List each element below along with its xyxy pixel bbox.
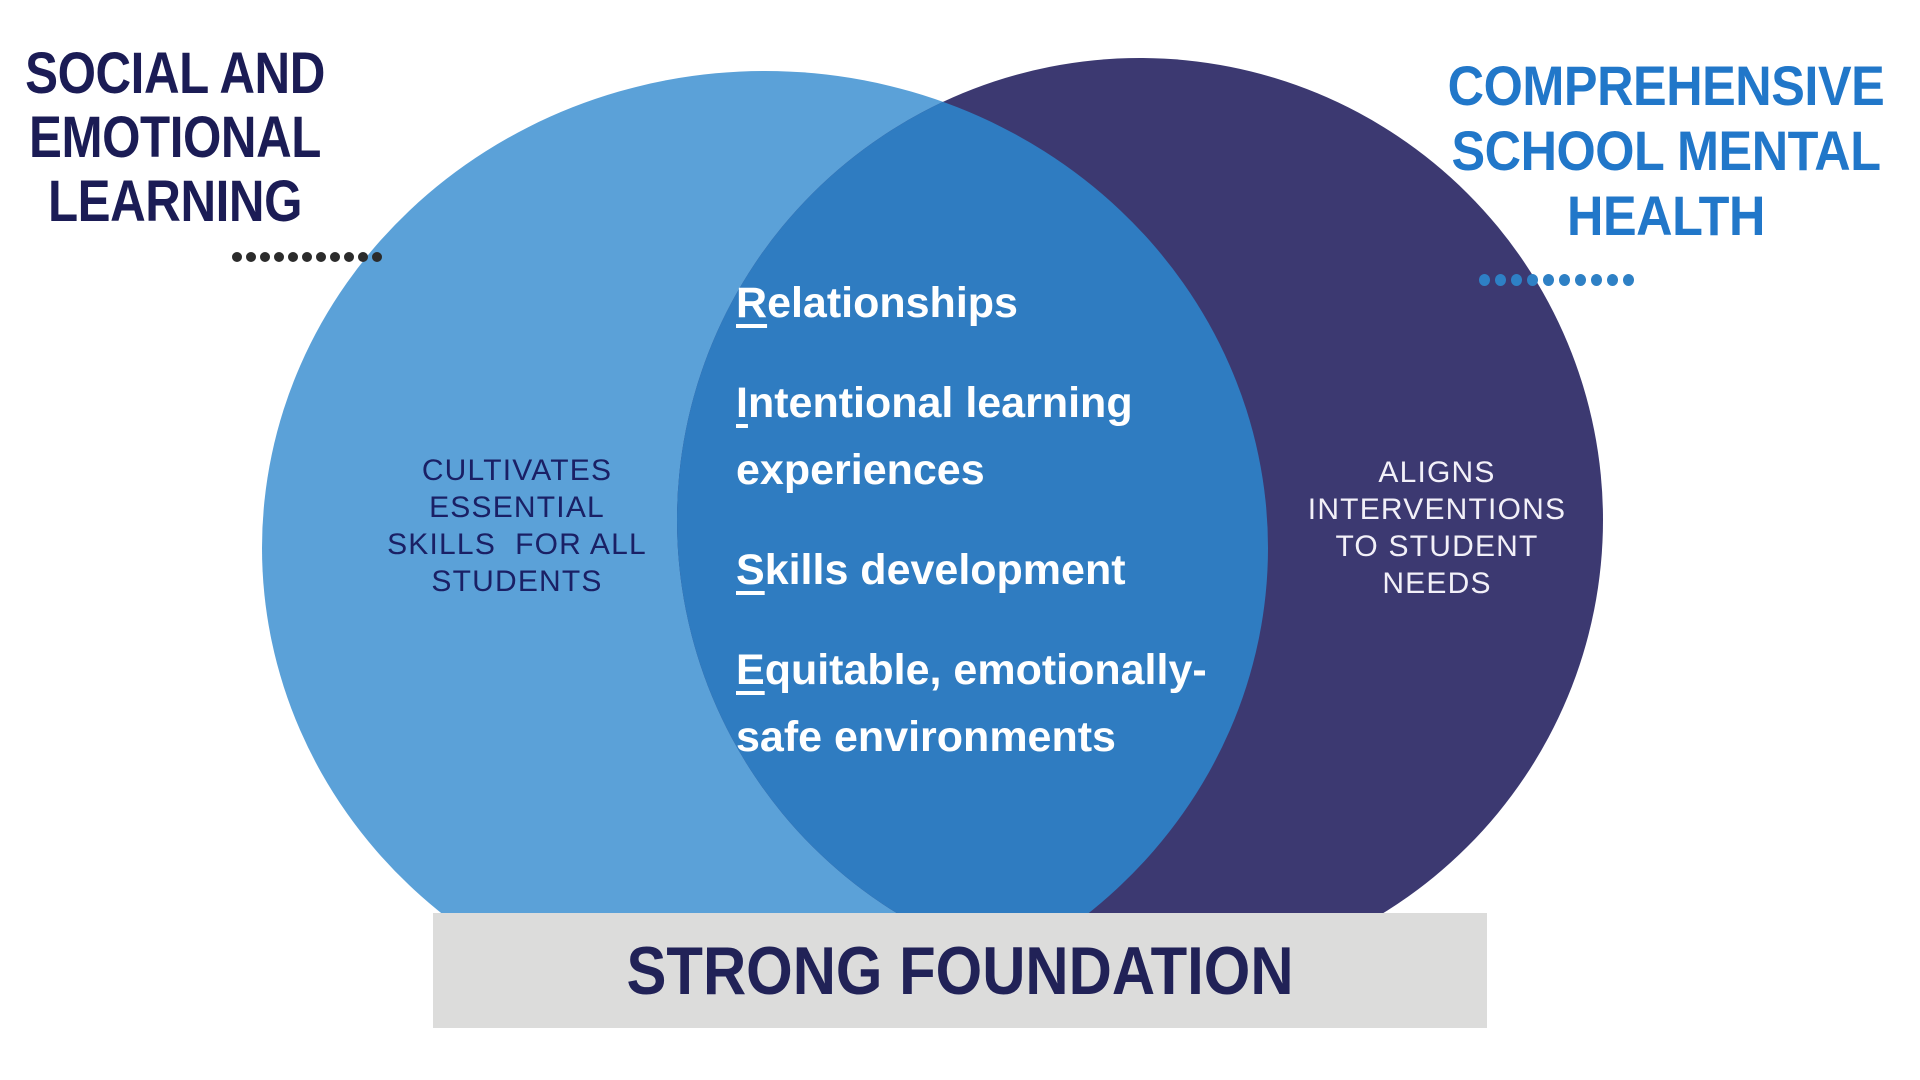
left-title: SOCIAL AND EMOTIONAL LEARNING (0, 42, 362, 234)
divider-dot (1607, 274, 1618, 286)
item-text: elationships (767, 279, 1018, 327)
underlined-initial: S (736, 546, 765, 594)
foundation-bar-label: STRONG FOUNDATION (626, 932, 1294, 1009)
divider-dot (232, 252, 242, 262)
left-title-line-3: LEARNING (47, 169, 303, 234)
divider-dot (1511, 274, 1522, 286)
item-text: kills development (764, 546, 1126, 594)
item-text: quitable, emotionally- (764, 646, 1207, 694)
divider-dot (330, 252, 340, 262)
overlap-item-relationships: Relationships (736, 270, 1296, 337)
divider-dot (288, 252, 298, 262)
divider-dot (302, 252, 312, 262)
overlap-item-line: Skills development (736, 537, 1296, 604)
left-circle-label: CULTIVATES ESSENTIAL SKILLS FOR ALL STUD… (367, 452, 667, 600)
foundation-bar: STRONG FOUNDATION (433, 913, 1487, 1028)
overlap-item-line: Intentional learning (736, 370, 1296, 437)
overlap-item-line2: safe environments (736, 713, 1116, 761)
right-circle-label: ALIGNS INTERVENTIONS TO STUDENT NEEDS (1297, 454, 1577, 602)
divider-dot (1559, 274, 1570, 286)
divider-dot (1543, 274, 1554, 286)
divider-dot (316, 252, 326, 262)
divider-dot (1479, 274, 1490, 286)
divider-dot (1591, 274, 1602, 286)
divider-dot (344, 252, 354, 262)
overlap-item-line2: experiences (736, 446, 985, 494)
divider-dot (246, 252, 256, 262)
overlap-items-list: Relationships Intentional learning exper… (736, 270, 1296, 804)
left-circle-label-line-1: CULTIVATES (421, 454, 613, 487)
divider-dot (1575, 274, 1586, 286)
divider-dot (1495, 274, 1506, 286)
right-circle-label-line-3: TO STUDENT (1335, 530, 1539, 563)
right-title-line-3: HEALTH (1567, 184, 1765, 247)
right-dotted-divider (1479, 274, 1634, 286)
right-circle-label-line-2: INTERVENTIONS (1307, 493, 1567, 526)
divider-dot (358, 252, 368, 262)
underlined-initial: I (736, 379, 748, 427)
overlap-item-line: Equitable, emotionally- (736, 637, 1296, 704)
right-circle-label-line-1: ALIGNS (1378, 456, 1496, 489)
divider-dot (274, 252, 284, 262)
overlap-item-line: Relationships (736, 270, 1296, 337)
underlined-initial: E (736, 646, 765, 694)
right-title-line-1: COMPREHENSIVE (1447, 54, 1885, 117)
left-title-line-2: EMOTIONAL (29, 105, 321, 170)
overlap-item-equitable-environments: Equitable, emotionally- safe environment… (736, 637, 1296, 771)
right-title-line-2: SCHOOL MENTAL (1451, 119, 1881, 182)
divider-dot (260, 252, 270, 262)
right-title: COMPREHENSIVE SCHOOL MENTAL HEALTH (1423, 53, 1909, 248)
left-dotted-divider (232, 252, 382, 262)
divider-dot (1623, 274, 1634, 286)
underlined-initial: R (736, 279, 768, 327)
left-circle-label-line-2: ESSENTIAL (429, 491, 605, 524)
item-text: ntentional learning (747, 379, 1133, 427)
overlap-item-intentional-learning: Intentional learning experiences (736, 370, 1296, 504)
left-title-line-1: SOCIAL AND (25, 41, 325, 106)
divider-dot (372, 252, 382, 262)
overlap-item-skills-development: Skills development (736, 537, 1296, 604)
right-circle-label-line-4: NEEDS (1382, 567, 1492, 600)
left-circle-label-line-4: STUDENTS (431, 565, 603, 598)
overlap-region (677, 71, 1268, 982)
divider-dot (1527, 274, 1538, 286)
left-circle-label-line-3: SKILLS FOR ALL (387, 528, 647, 561)
